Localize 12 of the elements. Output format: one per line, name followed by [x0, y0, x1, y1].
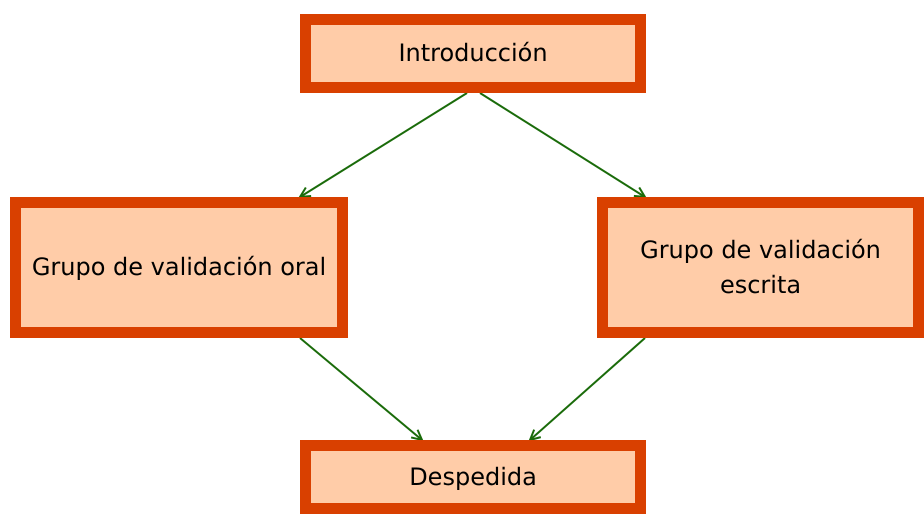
arrow — [299, 92, 468, 198]
box-label: Grupo de validación escrita — [639, 234, 882, 300]
process-box — [597, 197, 924, 338]
process-box — [300, 14, 646, 93]
arrow — [479, 92, 646, 198]
process-box — [300, 440, 646, 514]
box-label: Introducción — [398, 38, 548, 70]
box-label: Grupo de validación oral — [32, 252, 326, 284]
box-label: Despedida — [409, 462, 537, 493]
process-box — [10, 197, 348, 338]
arrow — [299, 337, 423, 441]
arrow — [529, 337, 646, 441]
